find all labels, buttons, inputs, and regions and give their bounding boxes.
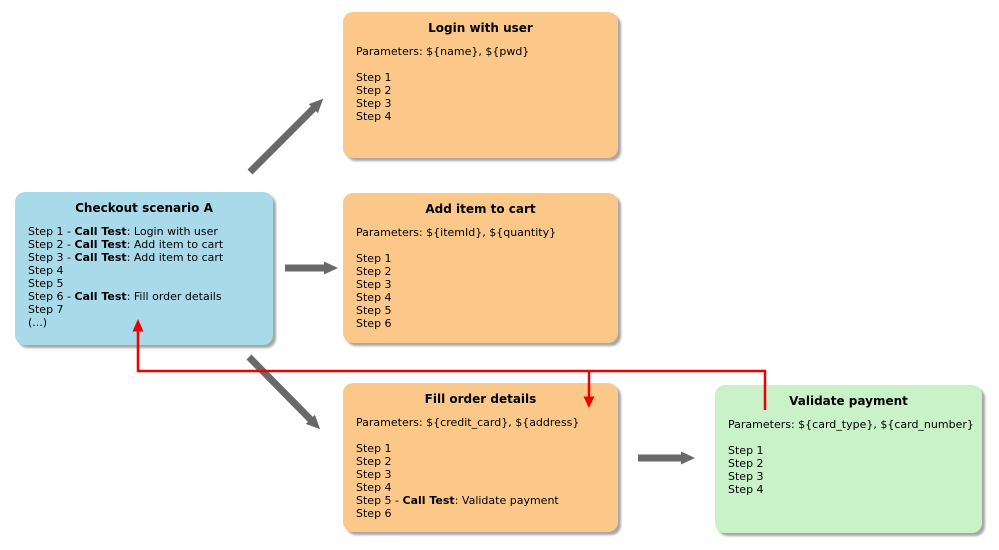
node-title: Login with user [428,21,533,35]
node-fill-order-details: Fill order details Parameters: ${credit_… [343,383,618,532]
step-line: Step 5 - Call Test: Validate payment [356,494,559,507]
node-validate-payment: Validate payment Parameters: ${card_type… [715,385,982,533]
step-line: Step 5 [356,304,392,317]
parameters-line: Parameters: ${name}, ${pwd} [356,45,530,58]
step-line: Step 3 [728,470,764,483]
step-line: Step 1 [356,442,392,455]
step-line: Step 5 [28,277,64,290]
step-line: Step 1 [728,444,764,457]
parameters-line: Parameters: ${itemId}, ${quantity} [356,226,557,239]
step-line: Step 2 [356,265,392,278]
node-checkout-scenario-a: Checkout scenario A Step 1 - Call Test: … [15,192,273,345]
node-login-with-user: Login with user Parameters: ${name}, ${p… [343,12,618,158]
parameters-line: Parameters: ${credit_card}, ${address} [356,416,580,429]
arrow-checkout-to-fill-order [246,354,321,430]
node-title: Validate payment [789,394,908,408]
step-line: Step 4 [356,110,392,123]
step-line: Step 1 - Call Test: Login with user [28,225,218,238]
step-line: Step 2 - Call Test: Add item to cart [28,238,224,251]
step-line: Step 7 [28,303,64,316]
step-line: Step 3 [356,468,392,481]
parameters-line: Parameters: ${card_type}, ${card_number} [728,418,974,431]
step-line: Step 4 [356,481,392,494]
node-add-item-to-cart: Add item to cart Parameters: ${itemId}, … [343,193,618,343]
step-line: Step 4 [728,483,764,496]
step-line: Step 3 [356,278,392,291]
node-title: Fill order details [424,392,537,406]
node-title: Add item to cart [425,202,536,216]
step-line: Step 1 [356,252,392,265]
step-line: Step 4 [356,291,392,304]
step-line: Step 3 [356,97,392,110]
step-line: (...) [28,316,48,329]
arrow-checkout-to-login [247,98,324,175]
node-title: Checkout scenario A [75,201,213,215]
step-line: Step 2 [728,457,764,470]
step-line: Step 6 [356,507,392,520]
step-line: Step 3 - Call Test: Add item to cart [28,251,224,264]
step-line: Step 2 [356,84,392,97]
step-line: Step 2 [356,455,392,468]
step-line: Step 6 [356,317,392,330]
step-line: Step 6 - Call Test: Fill order details [28,290,222,303]
step-line: Step 1 [356,71,392,84]
step-line: Step 4 [28,264,64,277]
